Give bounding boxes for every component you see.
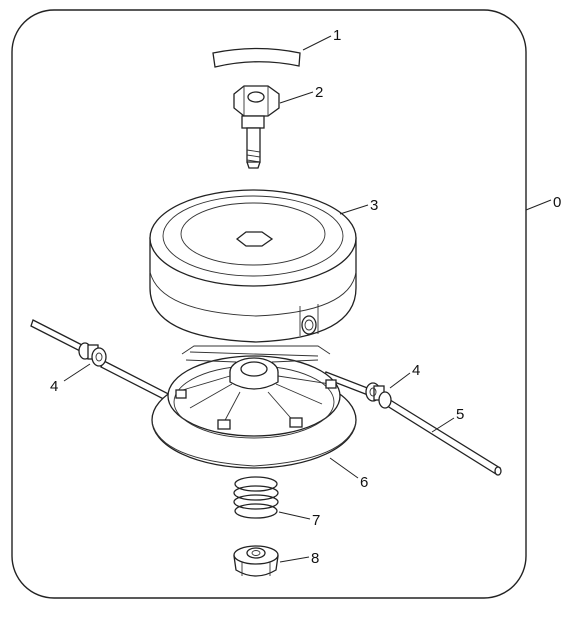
callout-part-6: 6 [360, 474, 368, 491]
callout-part-7: 7 [312, 512, 320, 529]
part-cap [212, 47, 301, 68]
part-knob [233, 545, 279, 577]
callout-part-4-right: 4 [412, 362, 420, 379]
callout-part-1: 1 [333, 27, 341, 44]
callout-part-8: 8 [311, 550, 319, 567]
leader-lines [63, 35, 552, 563]
callout-part-4-left: 4 [50, 378, 58, 395]
part-eyelet-left [78, 342, 107, 367]
part-spool [151, 345, 357, 469]
part-bolt [233, 85, 280, 169]
part-eyelet-right [365, 382, 392, 409]
part-spring [233, 476, 279, 519]
callout-part-0: 0 [553, 194, 561, 211]
part-housing [149, 189, 357, 343]
callout-part-2: 2 [315, 84, 323, 101]
callout-part-3: 3 [370, 197, 378, 214]
callout-part-5: 5 [456, 406, 464, 423]
